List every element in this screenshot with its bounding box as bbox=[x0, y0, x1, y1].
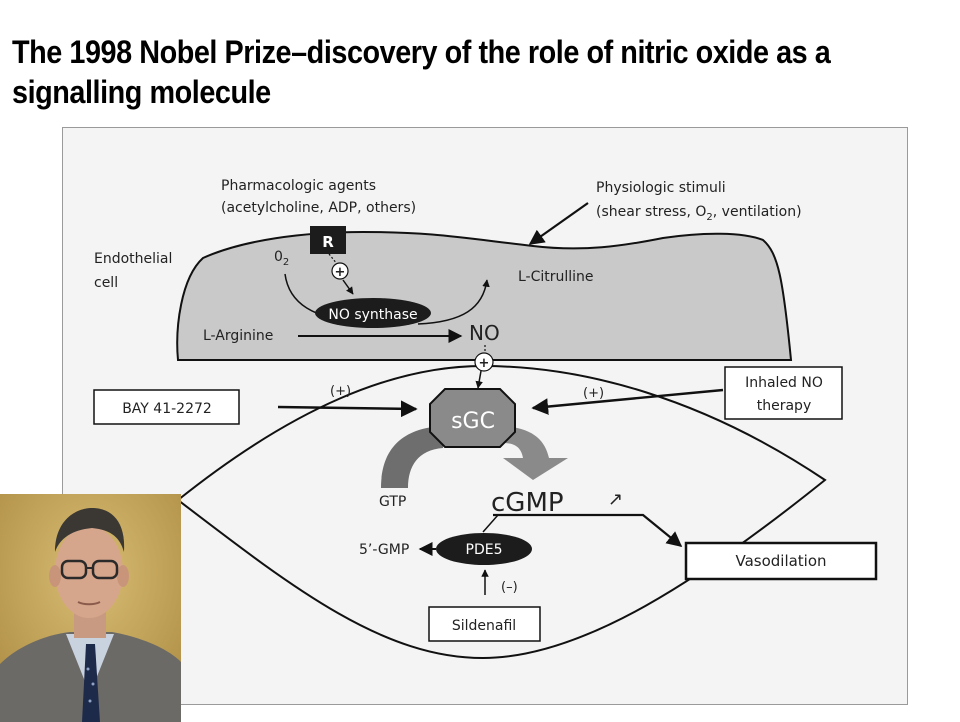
pharmacologic-agents-label: Pharmacologic agents bbox=[221, 178, 376, 194]
oxygen-o: 0 bbox=[274, 249, 283, 265]
receptor-plus-circle bbox=[331, 262, 349, 280]
no-plus-circle bbox=[474, 352, 494, 372]
physiologic-stimuli-examples: (shear stress, O2, ventilation) bbox=[596, 204, 802, 223]
laureate-portrait bbox=[0, 494, 181, 722]
oxygen-label: 02 bbox=[274, 249, 289, 268]
gtp-label: GTP bbox=[379, 494, 406, 510]
endothelial-cell-label-2: cell bbox=[94, 275, 118, 291]
gtp-conversion-arc bbox=[381, 426, 443, 488]
sgc-label: sGC bbox=[451, 409, 495, 434]
inhaled-no-box bbox=[724, 366, 843, 420]
receptor-box bbox=[310, 226, 346, 254]
citrulline-curve-arrow bbox=[417, 279, 490, 325]
physiologic-stimuli-part2: , ventilation) bbox=[713, 204, 802, 220]
cgmp-to-pde5-connector bbox=[482, 514, 499, 533]
receptor-plus-sign: + bbox=[335, 265, 346, 280]
bay-compound-box bbox=[93, 389, 240, 425]
five-gmp-label: 5’-GMP bbox=[359, 542, 409, 558]
no-plus-sign: + bbox=[479, 356, 490, 371]
nitric-oxide-label: NO bbox=[469, 321, 500, 345]
oxygen-sub: 2 bbox=[283, 257, 289, 268]
smooth-muscle-lens bbox=[176, 364, 827, 660]
no-synthase-label: NO synthase bbox=[328, 307, 417, 323]
vasodilation-label: Vasodilation bbox=[735, 552, 826, 570]
cgmp-to-vasodilation-arrow bbox=[493, 513, 683, 547]
plus-to-nos-arrow bbox=[342, 279, 354, 295]
sildenafil-label: Sildenafil bbox=[452, 618, 516, 634]
pde5-label: PDE5 bbox=[466, 542, 503, 558]
bay-compound-label: BAY 41-2272 bbox=[122, 401, 212, 417]
slide-title: The 1998 Nobel Prize–discovery of the ro… bbox=[12, 34, 831, 110]
cgmp-increase-arrow: ↗ bbox=[608, 489, 623, 510]
citrulline-label: L-Citrulline bbox=[518, 269, 594, 285]
arginine-label: L-Arginine bbox=[203, 328, 273, 344]
endothelial-cell-label: Endothelial bbox=[94, 251, 172, 267]
physiologic-stimuli-arrow bbox=[528, 202, 589, 245]
sgc-to-cgmp-arrow bbox=[503, 426, 568, 480]
sgc-node bbox=[429, 388, 516, 448]
inhaled-no-label: Inhaled NO bbox=[745, 375, 823, 391]
laureate-portrait-image bbox=[0, 494, 181, 722]
nitric-oxide-pathway-figure: R Pharmacologic agents (acetylcholine, A… bbox=[62, 127, 908, 705]
inhaled-no-to-sgc-arrow bbox=[531, 388, 724, 415]
cgmp-label: cGMP bbox=[491, 488, 564, 518]
inhaled-no-effect-label: (+) bbox=[583, 386, 604, 401]
bay-effect-label: (+) bbox=[330, 384, 351, 399]
pharmacologic-agents-examples: (acetylcholine, ADP, others) bbox=[221, 200, 416, 216]
pde5-node bbox=[436, 533, 532, 565]
pathway-diagram: R Pharmacologic agents (acetylcholine, A… bbox=[93, 178, 878, 660]
sildenafil-box bbox=[428, 606, 541, 642]
bay-to-sgc-arrow bbox=[277, 400, 418, 418]
endothelial-cell-shape bbox=[176, 230, 793, 361]
sildenafil-effect-label: (–) bbox=[501, 580, 518, 595]
no-synthase-node bbox=[315, 298, 431, 328]
inhaled-no-label-2: therapy bbox=[757, 398, 811, 414]
vasodilation-box bbox=[684, 541, 878, 581]
receptor-label: R bbox=[322, 233, 334, 251]
physiologic-stimuli-part1: (shear stress, O bbox=[596, 204, 706, 220]
physiologic-stimuli-label: Physiologic stimuli bbox=[596, 180, 726, 196]
plus-to-sgc-arrow bbox=[475, 370, 483, 389]
physiologic-stimuli-o2-sub: 2 bbox=[706, 212, 712, 223]
